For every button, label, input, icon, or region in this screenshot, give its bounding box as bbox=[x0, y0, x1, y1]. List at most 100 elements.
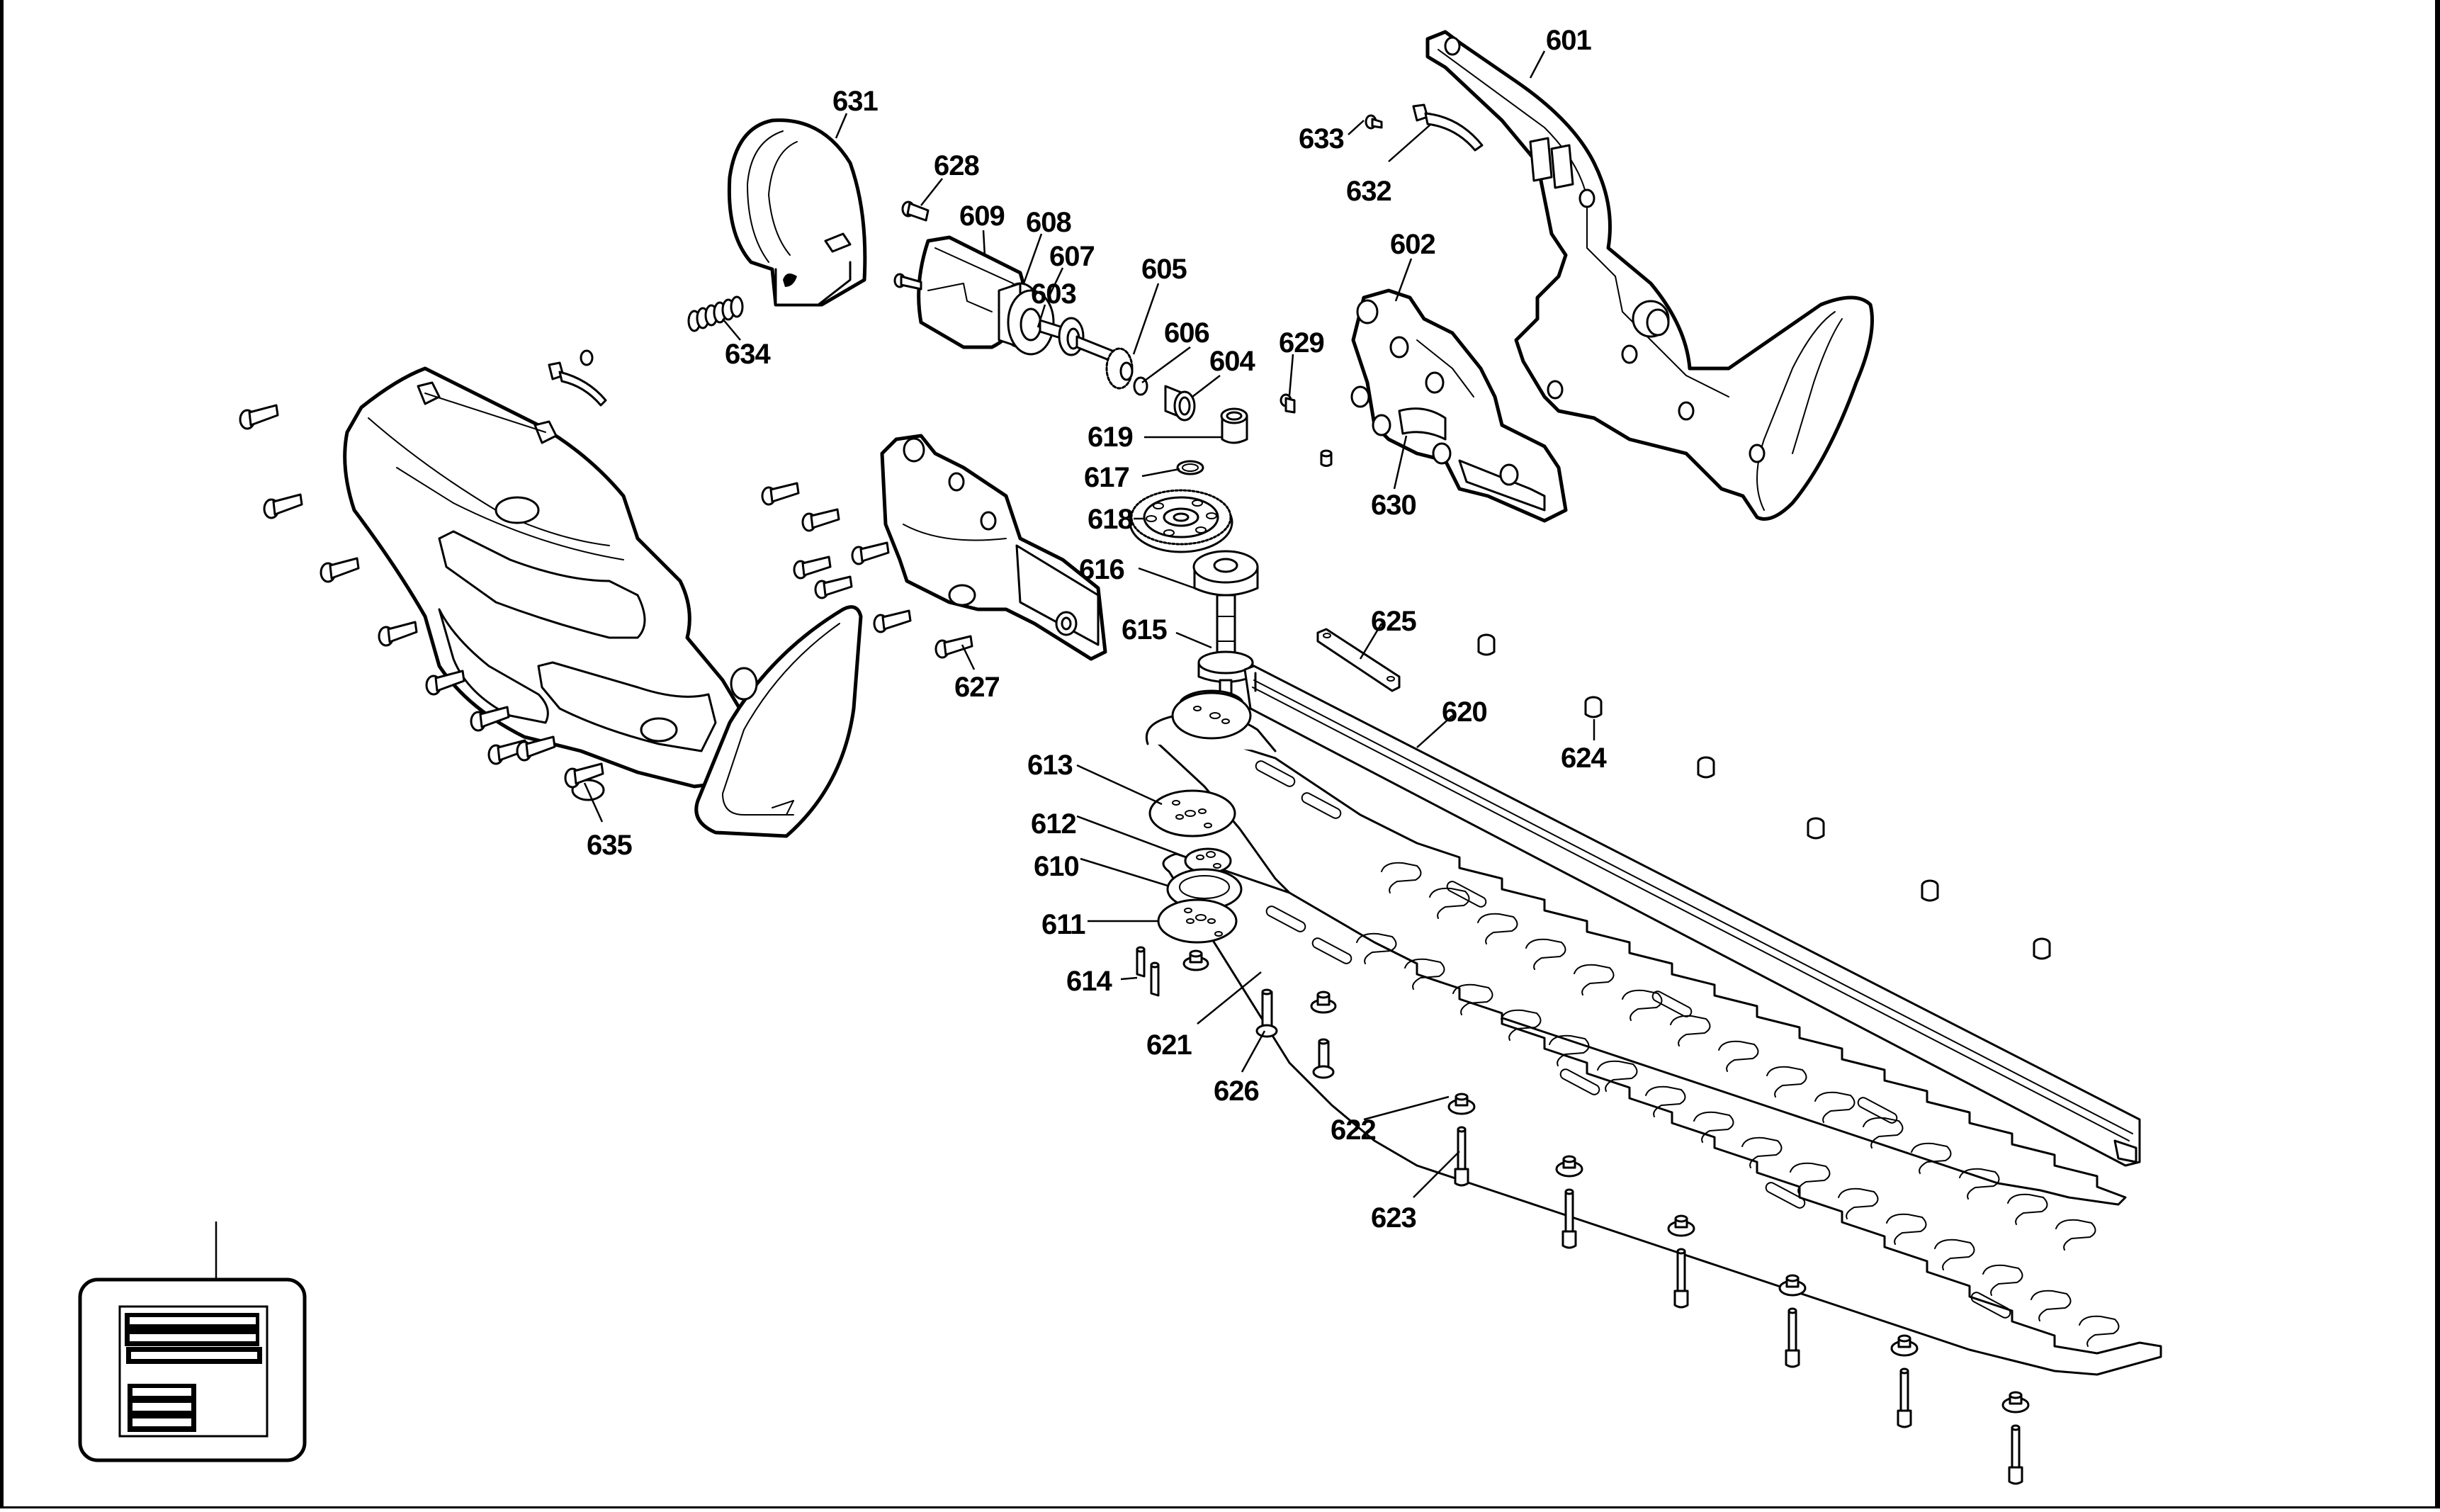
blade-tooth-cutout bbox=[1982, 1264, 2023, 1296]
leader-604 bbox=[1192, 375, 1221, 397]
blade-tooth-cutout bbox=[1693, 1111, 1734, 1143]
callout-605: 605 bbox=[1141, 254, 1187, 285]
part-612-eccentric-disc bbox=[1184, 847, 1232, 874]
callout-634: 634 bbox=[725, 339, 771, 370]
part-629-set-pin bbox=[1280, 393, 1333, 467]
part-631-guard-collar bbox=[727, 118, 867, 307]
callout-625: 625 bbox=[1371, 606, 1416, 637]
callout-633: 633 bbox=[1299, 123, 1344, 154]
part-627-screws bbox=[761, 482, 973, 659]
callout-617: 617 bbox=[1084, 462, 1129, 493]
leader-622 bbox=[1363, 1095, 1450, 1121]
part-602-630-gear-housing bbox=[1350, 288, 1568, 523]
callout-626: 626 bbox=[1214, 1076, 1259, 1107]
part-611-lower-cam-plate bbox=[1157, 898, 1238, 944]
leader-605 bbox=[1132, 283, 1160, 355]
leader-621 bbox=[1197, 971, 1262, 1025]
part-610-connector-plate bbox=[1166, 868, 1243, 910]
leader-616 bbox=[1138, 567, 1195, 589]
blade-tooth-cutout bbox=[1934, 1239, 1975, 1270]
callout-616: 616 bbox=[1079, 554, 1124, 585]
leader-607 bbox=[1047, 267, 1064, 298]
part-gear-case-bracket bbox=[880, 434, 1107, 661]
leader-628 bbox=[920, 178, 943, 206]
blade-tooth-cutout bbox=[1886, 1213, 1927, 1245]
blade-tooth-cutout bbox=[2079, 1315, 2120, 1347]
washer-bolt-pair bbox=[1890, 1334, 1919, 1428]
part-628-pin bbox=[901, 201, 930, 222]
leader-606 bbox=[1141, 346, 1191, 384]
callout-labels: 601 602 603 604 605 606 607 608 609 610 … bbox=[587, 25, 1608, 1234]
frame-border-right bbox=[2435, 0, 2440, 1508]
blade-tooth-cutout bbox=[1741, 1136, 1783, 1168]
blade-tooth-cutout bbox=[1381, 862, 1422, 893]
blade-tooth-cutout bbox=[2030, 1290, 2072, 1321]
callout-604: 604 bbox=[1209, 346, 1255, 377]
callout-614: 614 bbox=[1066, 966, 1112, 997]
part-635-screws bbox=[239, 404, 604, 789]
callout-622: 622 bbox=[1331, 1115, 1376, 1146]
leader-625 bbox=[1359, 623, 1383, 660]
callout-615: 615 bbox=[1122, 614, 1167, 645]
blade-tooth-cutout bbox=[1429, 887, 1470, 919]
blade-tooth-cutout bbox=[1525, 938, 1566, 970]
callout-609: 609 bbox=[959, 201, 1005, 232]
callout-607: 607 bbox=[1049, 241, 1095, 272]
blade-tooth-cutout bbox=[2055, 1219, 2096, 1251]
callout-619: 619 bbox=[1088, 422, 1133, 453]
part-621-spacers bbox=[1182, 949, 1337, 1014]
blade-tooth-cutout bbox=[1863, 1117, 1904, 1149]
callout-601: 601 bbox=[1546, 25, 1591, 56]
part-626-shoulder-bolts bbox=[1255, 988, 1335, 1079]
leader-620 bbox=[1416, 715, 1453, 748]
blade-tooth-cutout bbox=[1574, 964, 1615, 995]
callout-602: 602 bbox=[1390, 229, 1435, 260]
callout-631: 631 bbox=[832, 86, 878, 117]
part-616-gear-bearing bbox=[1192, 550, 1259, 597]
leader-634 bbox=[722, 318, 741, 341]
callout-603: 603 bbox=[1031, 278, 1076, 310]
blade-u-cuts bbox=[1356, 862, 2120, 1347]
leader-lines bbox=[583, 50, 1595, 1198]
callout-620: 620 bbox=[1442, 696, 1487, 728]
callout-611: 611 bbox=[1041, 909, 1085, 940]
blade-tooth-cutout bbox=[1404, 958, 1445, 990]
blade-tooth-cutout bbox=[1790, 1162, 1831, 1194]
part-614-pin-screws bbox=[1136, 946, 1160, 997]
part-cam-plate-top bbox=[1146, 692, 1277, 752]
blade-tooth-cutout bbox=[1477, 913, 1518, 944]
blade-tooth-cutout bbox=[1959, 1168, 2000, 1200]
blade-tooth-cutout bbox=[1549, 1034, 1590, 1066]
callout-613: 613 bbox=[1027, 750, 1073, 781]
leader-617 bbox=[1141, 468, 1180, 478]
blade-tooth-cutout bbox=[1645, 1085, 1686, 1117]
callout-610: 610 bbox=[1034, 851, 1079, 882]
frame-border-left bbox=[0, 0, 4, 1508]
callout-630: 630 bbox=[1371, 490, 1416, 521]
leader-603 bbox=[1037, 304, 1046, 328]
part-633-rivet bbox=[1365, 114, 1383, 130]
callout-606: 606 bbox=[1164, 317, 1209, 349]
part-607-end-plate bbox=[1007, 289, 1055, 356]
washer-bolt-pair bbox=[1778, 1274, 1807, 1368]
callout-628: 628 bbox=[934, 150, 979, 181]
blade-slots bbox=[1255, 760, 2011, 1319]
part-blade-lower bbox=[1162, 852, 2162, 1376]
callout-635: 635 bbox=[587, 830, 632, 861]
blade-tooth-cutout bbox=[1911, 1142, 1952, 1174]
leader-626 bbox=[1241, 1030, 1266, 1073]
blade-tooth-cutout bbox=[1622, 989, 1663, 1021]
part-617-washer bbox=[1176, 460, 1204, 475]
leader-608 bbox=[1022, 233, 1043, 284]
part-clip-left bbox=[548, 349, 607, 407]
washer-bolt-pair bbox=[1447, 1093, 1476, 1187]
nameplate-label bbox=[78, 1222, 307, 1462]
blade-tooth-cutout bbox=[1452, 983, 1493, 1015]
frame-border-bottom bbox=[0, 1506, 2440, 1508]
blade-tooth-cutout bbox=[1501, 1009, 1542, 1041]
leader-615 bbox=[1175, 631, 1212, 649]
callout-624: 624 bbox=[1561, 743, 1607, 774]
callout-623: 623 bbox=[1371, 1202, 1416, 1234]
part-613-upper-cam-plate bbox=[1148, 789, 1236, 837]
